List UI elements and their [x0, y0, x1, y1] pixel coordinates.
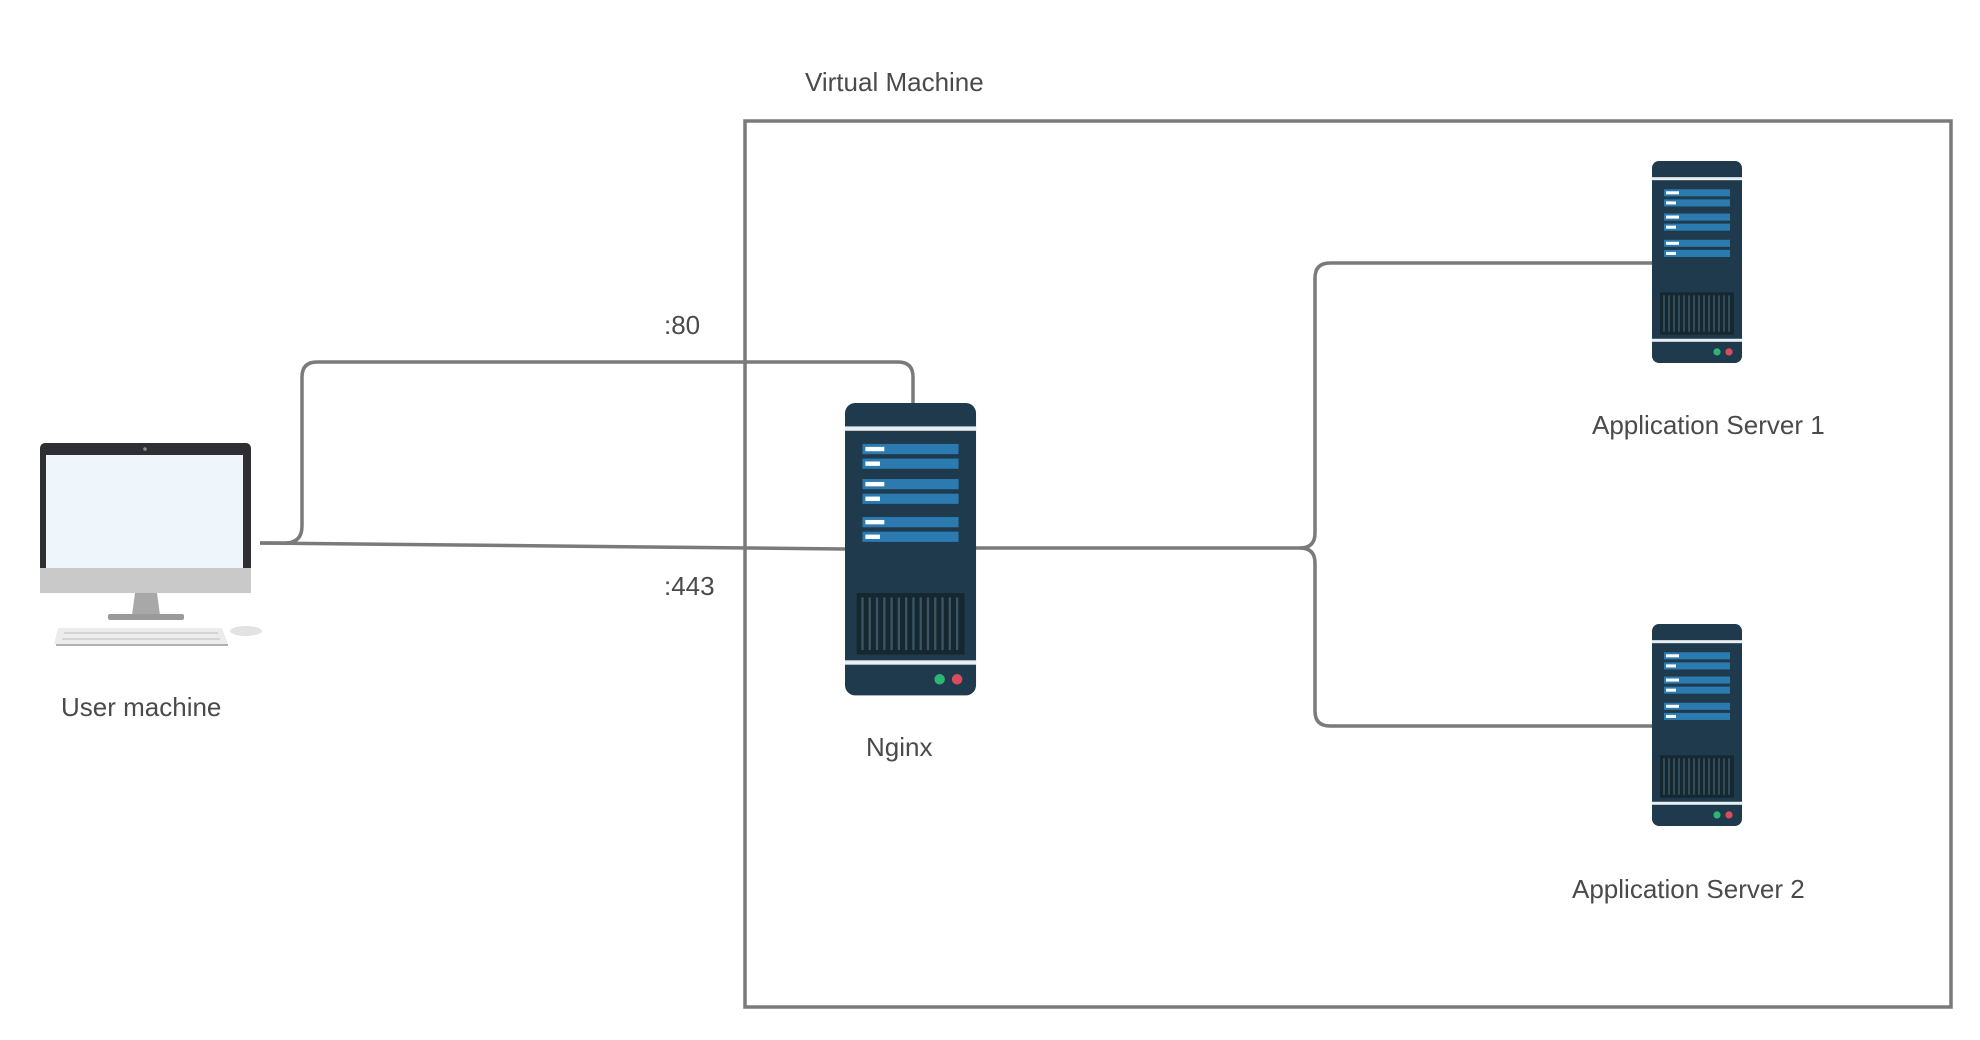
edge-label-port-443: :443 — [664, 571, 715, 601]
virtual-machine-label: Virtual Machine — [805, 67, 984, 97]
user-machine-node: User machine — [40, 443, 262, 722]
desktop-computer-icon — [40, 443, 262, 646]
nginx-label: Nginx — [866, 732, 932, 762]
virtual-machine-boundary — [743, 119, 1953, 1009]
edge-nginx-to-app-server-2 — [1299, 546, 1652, 728]
edge-port-80 — [260, 360, 915, 545]
user-machine-label: User machine — [61, 692, 221, 722]
server-tower-icon — [843, 401, 978, 697]
edge-nginx-to-app-server-1 — [975, 261, 1652, 550]
server-tower-icon — [1651, 623, 1743, 827]
app-server-1-node: Application Server 1 — [1592, 160, 1825, 440]
app-server-1-label: Application Server 1 — [1592, 410, 1825, 440]
nginx-node: Nginx — [843, 401, 978, 762]
app-server-2-node: Application Server 2 — [1572, 623, 1805, 904]
edge-port-443 — [259, 541, 846, 551]
edge-label-port-80: :80 — [664, 310, 700, 340]
app-server-2-label: Application Server 2 — [1572, 874, 1805, 904]
server-tower-icon — [1651, 160, 1743, 364]
